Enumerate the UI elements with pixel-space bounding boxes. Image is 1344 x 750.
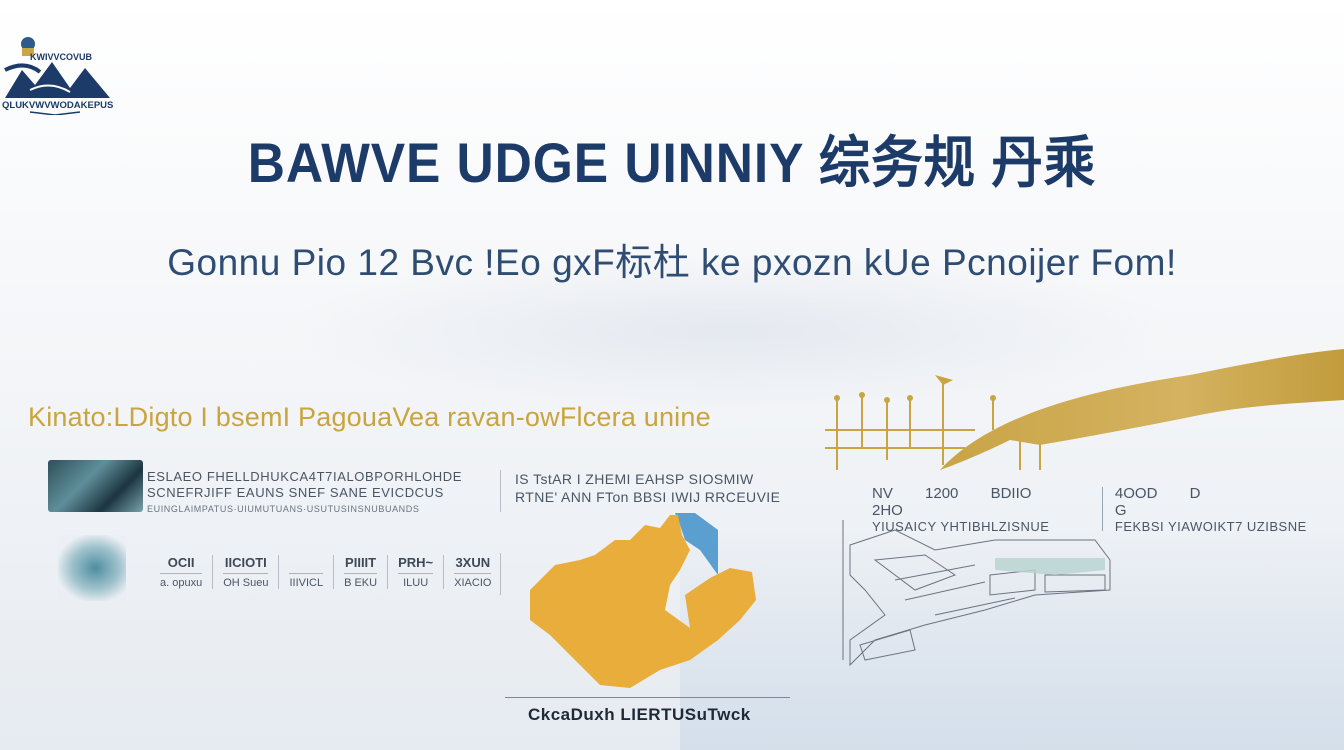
info-line-1: ESLAEO FHELLDHUKCA4T7IALOBPORHLOHDE (147, 469, 463, 484)
site-plan-drawing (842, 520, 1111, 667)
right-stat-block-2: 4OOD D G FEKBSI YIAWOIKT7 UZIBSNE (1114, 485, 1307, 534)
map-header: IS TstAR I ZHEMI EAHSP SIOSMIW RTNE' ANN… (515, 471, 781, 505)
stat-item: OCII a. opuxu (160, 555, 203, 589)
background-haze (280, 250, 1180, 410)
page-title: BAWVE UDGE UINNIY 综务规 丹乘 (247, 131, 1097, 194)
info-row-a: ESLAEO FHELLDHUKCA4T7IALOBPORHLOHDE SCNE… (147, 469, 462, 517)
info-line-3: EUINGLAIMPATUS·UIUMUTUANS·USUTUSINSNUBUA… (147, 504, 420, 514)
svg-text:QLUKVWVWODAKEPUS: QLUKVWVWODAKEPUS (2, 100, 113, 111)
stat-item: IICIOTI OH Sueu (212, 555, 278, 589)
stat-item: PRH~ ILUU (387, 555, 443, 589)
stat-item: IIIVICL (278, 555, 333, 589)
land-region (530, 515, 756, 688)
region-map (530, 513, 756, 688)
right-stat-block-1: NV 1200 BDIIO 2HO YIUSAICY YHTIBHLZISNUE (872, 485, 1050, 534)
emblem-logo-icon: KWIVVCOVUB QLUKVWVWODAKEPUS (2, 37, 113, 115)
gold-tagline: Kinato:LDigto I bsemI PagouaVea ravan-ow… (28, 402, 711, 432)
divider (500, 470, 501, 512)
svg-text:KWIVVCOVUB: KWIVVCOVUB (30, 52, 93, 62)
left-stats-row: OCII a. opuxu IICIOTI OH Sueu IIIVICL PI… (150, 555, 501, 589)
map-caption: CkcaDuxh LIERTUSuTwck (528, 705, 751, 724)
photo-thumbnail-aerial (58, 535, 126, 601)
gold-brush-swoosh (940, 349, 1344, 470)
info-line-2: SCNEFRJIFF EAUNS SNEF SANE EVICDCUS (147, 485, 444, 500)
stat-item: PIIIIT B EKU (333, 555, 387, 589)
water-area (675, 513, 718, 575)
stat-item: 3XUN XIACIO (443, 555, 501, 589)
divider (1102, 487, 1103, 531)
right-stats-row: NV 1200 BDIIO 2HO YIUSAICY YHTIBHLZISNUE… (860, 485, 1344, 534)
photo-thumbnail-building (48, 460, 143, 512)
caption-rule (505, 697, 790, 698)
divider (500, 553, 501, 595)
page-subtitle: Gonnu Pio 12 Bvc !Eo gxF标杜 ke pxozn kUe … (167, 242, 1177, 283)
